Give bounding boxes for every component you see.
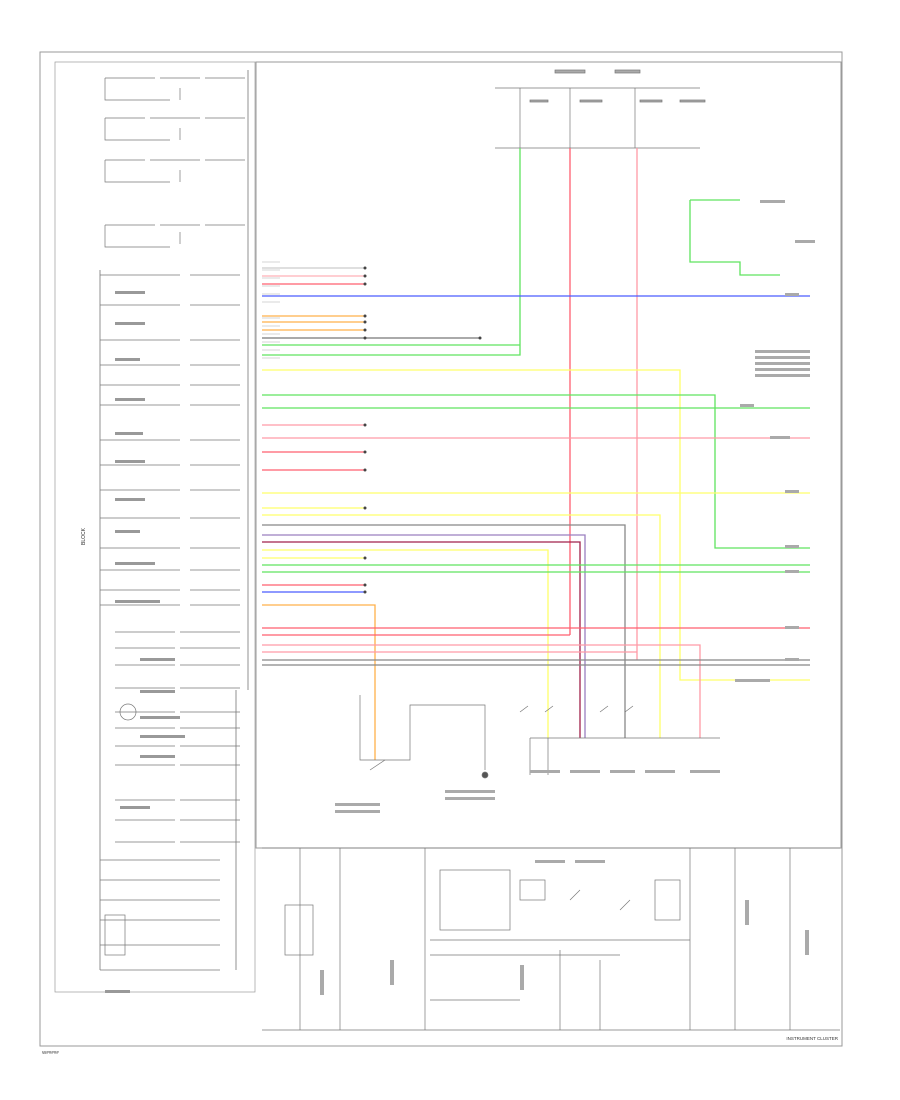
connector-pins [262, 261, 280, 359]
left-panel [54, 61, 256, 993]
bottom-connector-strip [262, 847, 840, 1031]
side-label: BLOCK [81, 527, 87, 545]
fuse-block-top [495, 69, 706, 149]
wire-terminals [363, 266, 482, 594]
diagram-title: INSTRUMENT CLUSTER [786, 1036, 838, 1041]
outer-frame [39, 51, 843, 1047]
switch-area [335, 695, 720, 813]
indicator-rows [100, 77, 245, 971]
page-ref: W##### [42, 1050, 59, 1055]
wires [262, 148, 810, 760]
left-panel-labels [105, 291, 185, 993]
right-wire-labels [735, 200, 815, 682]
